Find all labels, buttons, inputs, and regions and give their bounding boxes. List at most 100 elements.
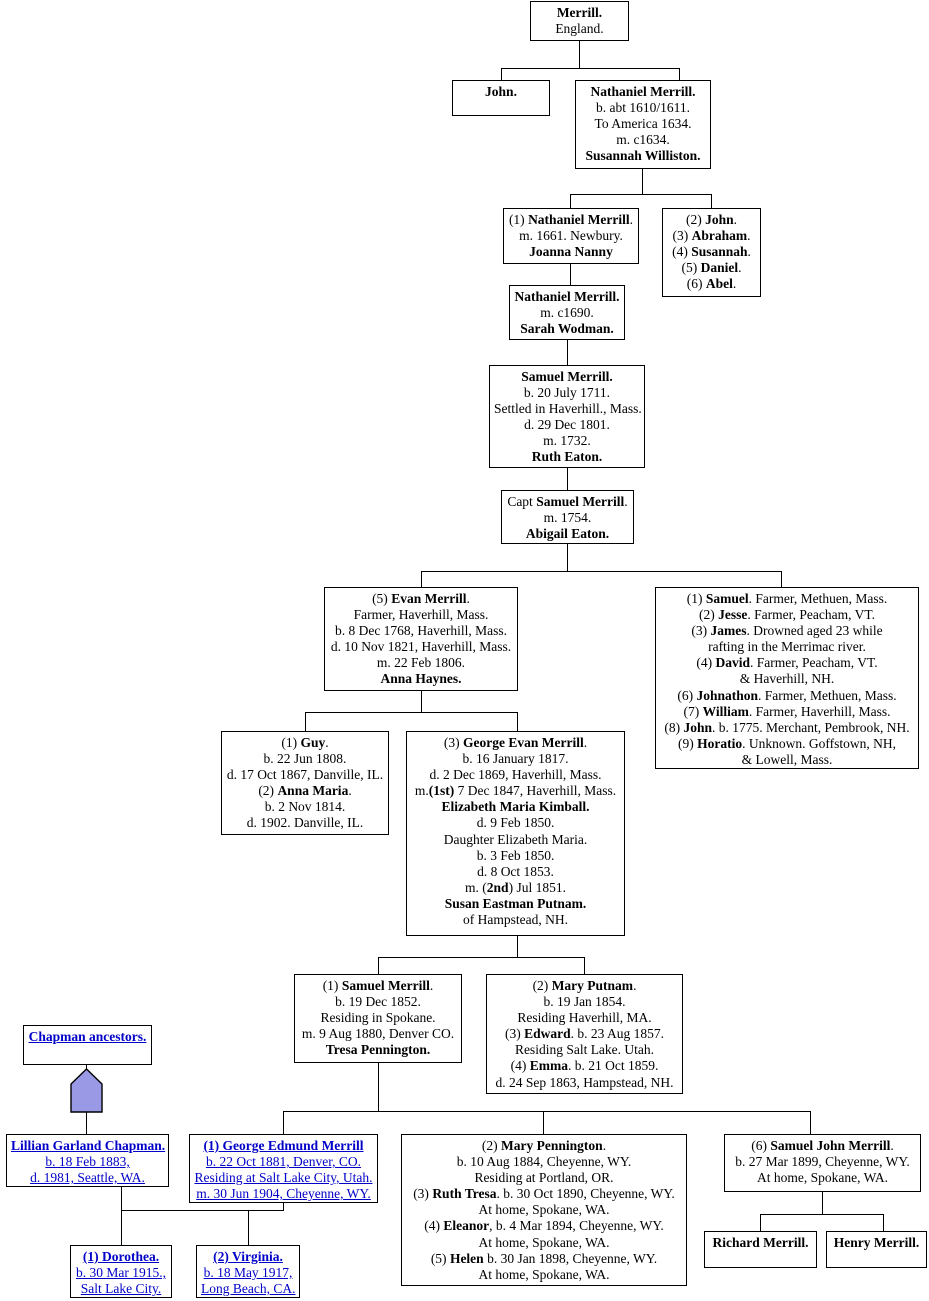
node-line: d. 17 Oct 1867, Danville, IL. xyxy=(226,767,384,783)
node-nathaniel-merrill-1610[interactable]: Nathaniel Merrill.b. abt 1610/1611.To Am… xyxy=(575,80,711,169)
node-line: d. 1981, Seattle, WA. xyxy=(30,1170,145,1186)
node-line: Settled in Haverhill., Mass. xyxy=(494,401,642,417)
node-line: Samuel Merrill. xyxy=(521,369,613,384)
connector-line xyxy=(283,1111,284,1134)
node-line: Elizabeth Maria Kimball. xyxy=(441,799,590,815)
node-line: d. 29 Dec 1801. xyxy=(524,417,610,433)
node-line: (2) Mary Pennington. xyxy=(481,1138,607,1153)
connector-line xyxy=(883,1214,884,1231)
node-mary-putnam-siblings[interactable]: (2) Mary Putnam.b. 19 Jan 1854.Residing … xyxy=(486,974,683,1094)
node-siblings-2-to-6[interactable]: (2) John.(3) Abraham.(4) Susannah.(5) Da… xyxy=(662,208,761,297)
node-line: b. abt 1610/1611. xyxy=(596,100,690,116)
node-samuel-merrill-1711[interactable]: Samuel Merrill.b. 20 July 1711.Settled i… xyxy=(489,365,645,468)
node-line: Nathaniel Merrill. xyxy=(514,289,620,304)
node-line: England. xyxy=(555,21,604,37)
node-mary-pennington-siblings[interactable]: (2) Mary Pennington.b. 10 Aug 1884, Chey… xyxy=(401,1134,687,1286)
node-line: (3) James. Drowned aged 23 while xyxy=(691,623,883,639)
node-samuel-john-merrill[interactable]: (6) Samuel John Merrill.b. 27 Mar 1899, … xyxy=(724,1134,921,1192)
node-line: (2) Virginia. xyxy=(213,1249,283,1264)
connector-line xyxy=(121,1210,122,1245)
node-capt-samuel-merrill[interactable]: Capt Samuel Merrill.m. 1754.Abigail Eato… xyxy=(501,490,634,544)
node-nathaniel-merrill-1690[interactable]: Nathaniel Merrill.m. c1690.Sarah Wodman. xyxy=(509,285,625,340)
node-merrill-england[interactable]: Merrill.England. xyxy=(530,1,629,41)
node-line: b. 10 Aug 1884, Cheyenne, WY. xyxy=(456,1154,632,1170)
node-guy-and-anna[interactable]: (1) Guy.b. 22 Jun 1808.d. 17 Oct 1867, D… xyxy=(221,731,389,835)
node-line: Long Beach, CA. xyxy=(201,1281,296,1297)
node-line: & Lowell, Mass. xyxy=(741,751,833,767)
connector-line xyxy=(248,1210,249,1245)
connector-line xyxy=(305,712,517,713)
node-line: Salt Lake City. xyxy=(80,1281,162,1297)
node-nathaniel-merrill-1661[interactable]: (1) Nathaniel Merrill.m. 1661. Newbury.J… xyxy=(503,208,639,264)
node-line: b. 3 Feb 1850. xyxy=(476,847,555,863)
node-line: b. 2 Nov 1814. xyxy=(264,799,346,815)
node-line: Richard Merrill. xyxy=(712,1235,809,1250)
connector-line xyxy=(760,1214,883,1215)
node-line: b. 8 Dec 1768, Haverhill, Mass. xyxy=(334,623,508,639)
node-line: (6) Johnathon. Farmer, Methuen, Mass. xyxy=(677,687,897,703)
node-line: (3) Abraham. xyxy=(672,228,751,244)
connector-line xyxy=(781,571,782,587)
node-john[interactable]: John. xyxy=(452,80,550,116)
node-line: Lillian Garland Chapman. xyxy=(11,1138,166,1153)
node-virginia[interactable]: (2) Virginia.b. 18 May 1917,Long Beach, … xyxy=(196,1245,300,1298)
node-line: Sarah Wodman. xyxy=(520,321,614,337)
node-line: (3) George Evan Merrill. xyxy=(443,735,588,750)
node-line: d. 1902. Danville, IL. xyxy=(246,815,364,831)
connector-line xyxy=(584,957,585,974)
node-line: Susannah Williston. xyxy=(585,148,701,164)
node-line: Residing in Spokane. xyxy=(320,1010,436,1026)
node-line: b. 22 Jun 1808. xyxy=(263,751,347,767)
node-line: At home, Spokane, WA. xyxy=(478,1266,610,1282)
node-line: b. 20 July 1711. xyxy=(523,385,611,401)
node-line: (1) Dorothea. xyxy=(82,1249,160,1264)
connector-line xyxy=(570,263,571,285)
connector-line xyxy=(517,712,518,731)
connector-line xyxy=(711,194,712,208)
node-line: & Haverhill, NH. xyxy=(739,671,835,687)
node-line: To America 1634. xyxy=(594,116,692,132)
node-lillian-garland-chapman[interactable]: Lillian Garland Chapman.b. 18 Feb 1883,d… xyxy=(6,1134,169,1187)
node-line: At home, Spokane, WA. xyxy=(757,1170,888,1186)
node-line: (4) Susannah. xyxy=(672,244,751,260)
node-line: Joanna Nanny xyxy=(529,244,613,260)
node-line: Residing Haverhill, MA. xyxy=(517,1010,652,1026)
connector-line xyxy=(822,1192,823,1214)
node-evan-siblings[interactable]: (1) Samuel. Farmer, Methuen, Mass.(2) Je… xyxy=(655,587,919,769)
node-line: b. 22 Oct 1881, Denver, CO. xyxy=(205,1154,362,1170)
node-evan-merrill[interactable]: (5) Evan Merrill.Farmer, Haverhill, Mass… xyxy=(324,587,518,691)
connector-line xyxy=(810,1111,811,1134)
node-richard-merrill[interactable]: Richard Merrill. xyxy=(704,1231,817,1268)
node-line: Abigail Eaton. xyxy=(525,526,610,542)
node-line: b. 18 Feb 1883, xyxy=(45,1154,130,1170)
connector-line xyxy=(378,1063,379,1111)
connector-line xyxy=(517,935,518,957)
node-line: (4) Emma. b. 21 Oct 1859. xyxy=(510,1058,659,1074)
node-george-evan-merrill[interactable]: (3) George Evan Merrill.b. 16 January 18… xyxy=(406,731,625,936)
node-line: Ruth Eaton. xyxy=(531,449,603,465)
connector-line xyxy=(642,168,643,194)
connector-line xyxy=(501,68,502,80)
node-line: Nathaniel Merrill. xyxy=(590,84,696,99)
node-dorothea[interactable]: (1) Dorothea.b. 30 Mar 1915.,Salt Lake C… xyxy=(70,1245,172,1298)
node-line: (3) Ruth Tresa. b. 30 Oct 1890, Cheyenne… xyxy=(413,1186,675,1202)
node-line: (5) Daniel. xyxy=(681,260,742,276)
node-line: m. c1690. xyxy=(540,305,594,321)
connector-line xyxy=(121,1210,284,1211)
node-line: of Hampstead, NH. xyxy=(463,912,568,928)
node-line: (1) Guy. xyxy=(281,735,329,750)
node-line: m. 30 Jun 1904, Cheyenne, WY. xyxy=(196,1186,371,1202)
node-line: m. 22 Feb 1806. xyxy=(376,655,466,671)
node-line: m. c1634. xyxy=(616,132,670,148)
node-samuel-merrill-1852[interactable]: (1) Samuel Merrill.b. 19 Dec 1852.Residi… xyxy=(294,974,462,1063)
node-henry-merrill[interactable]: Henry Merrill. xyxy=(826,1231,927,1268)
node-line: b. 27 Mar 1899, Cheyenne, WY. xyxy=(735,1154,910,1170)
node-line: (4) David. Farmer, Peacham, VT. xyxy=(696,655,878,671)
node-line: (2) Jesse. Farmer, Peacham, VT. xyxy=(699,607,875,623)
node-chapman-ancestors-link[interactable]: Chapman ancestors. xyxy=(23,1025,152,1065)
node-line: At home, Spokane, WA. xyxy=(478,1202,610,1218)
node-line: (1) Samuel Merrill. xyxy=(322,978,434,993)
connector-line xyxy=(305,712,306,731)
